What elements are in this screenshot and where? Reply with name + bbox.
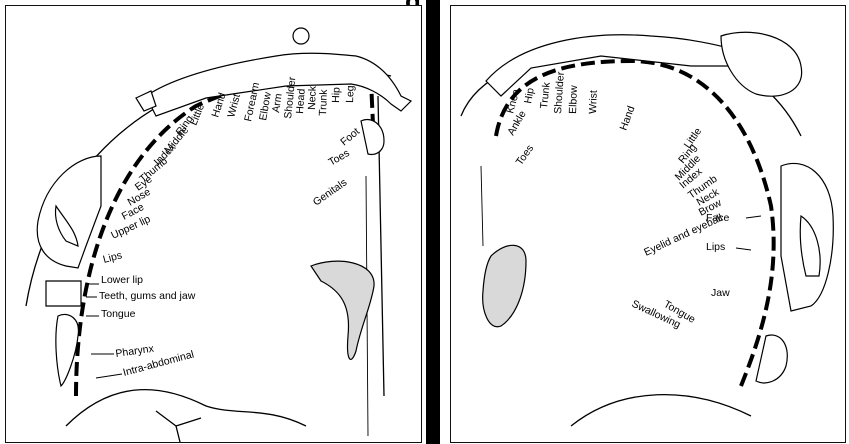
motor-homunculus-panel: Knee Hip Trunk Shoulder Elbow Wrist Hand… bbox=[450, 5, 846, 443]
label-lips-r: Lips bbox=[706, 241, 725, 253]
motor-body bbox=[486, 35, 751, 96]
motor-homunculus-drawing: Knee Hip Trunk Shoulder Elbow Wrist Hand… bbox=[451, 6, 845, 442]
panel-divider bbox=[426, 0, 440, 444]
label-trunk-r: Trunk bbox=[538, 81, 553, 109]
label-hand-r: Hand bbox=[618, 104, 638, 132]
label-foot: Foot bbox=[338, 126, 362, 149]
label-toes-r: Toes bbox=[514, 143, 537, 168]
label-teeth-gums-jaw: Teeth, gums and jaw bbox=[99, 290, 196, 302]
label-pharynx: Pharynx bbox=[115, 343, 156, 360]
label-elbow-r: Elbow bbox=[567, 85, 580, 114]
lower-structure bbox=[66, 390, 306, 426]
midline-right bbox=[481, 166, 483, 246]
homunculus-teeth bbox=[46, 281, 81, 306]
label-shoulder-r: Shoulder bbox=[552, 71, 567, 114]
label-face-r: Face bbox=[706, 212, 730, 224]
homunculus-foot bbox=[361, 120, 384, 155]
lateral-ventricle bbox=[311, 261, 374, 359]
label-lower-lip: Lower lip bbox=[101, 274, 143, 286]
lower-branch bbox=[156, 411, 201, 442]
label-toes: Toes bbox=[327, 147, 352, 168]
label-leg: Leg bbox=[344, 85, 357, 103]
leader-lines-right bbox=[736, 216, 761, 250]
label-hip-r: Hip bbox=[522, 87, 537, 105]
sensory-homunculus-drawing: Little Hand Wrist Forearm Elbow Arm Shou… bbox=[6, 6, 421, 442]
label-genitals: Genitals bbox=[311, 177, 349, 209]
label-jaw: Jaw bbox=[711, 287, 730, 299]
label-hip: Hip bbox=[330, 87, 343, 103]
homunculus-face bbox=[37, 156, 101, 268]
sensory-homunculus-panel: Little Hand Wrist Forearm Elbow Arm Shou… bbox=[5, 5, 422, 443]
motor-tongue bbox=[756, 335, 787, 383]
label-wrist-r: Wrist bbox=[587, 90, 600, 114]
panel-divider-gap bbox=[440, 0, 444, 444]
label-trunk: Trunk bbox=[317, 89, 330, 117]
homunculus-head bbox=[293, 28, 309, 44]
motor-hand bbox=[721, 32, 802, 96]
lower-structure-right bbox=[571, 395, 751, 426]
lateral-ventricle-right bbox=[483, 245, 526, 326]
label-lips: Lips bbox=[102, 249, 124, 266]
label-tongue: Tongue bbox=[101, 308, 136, 320]
